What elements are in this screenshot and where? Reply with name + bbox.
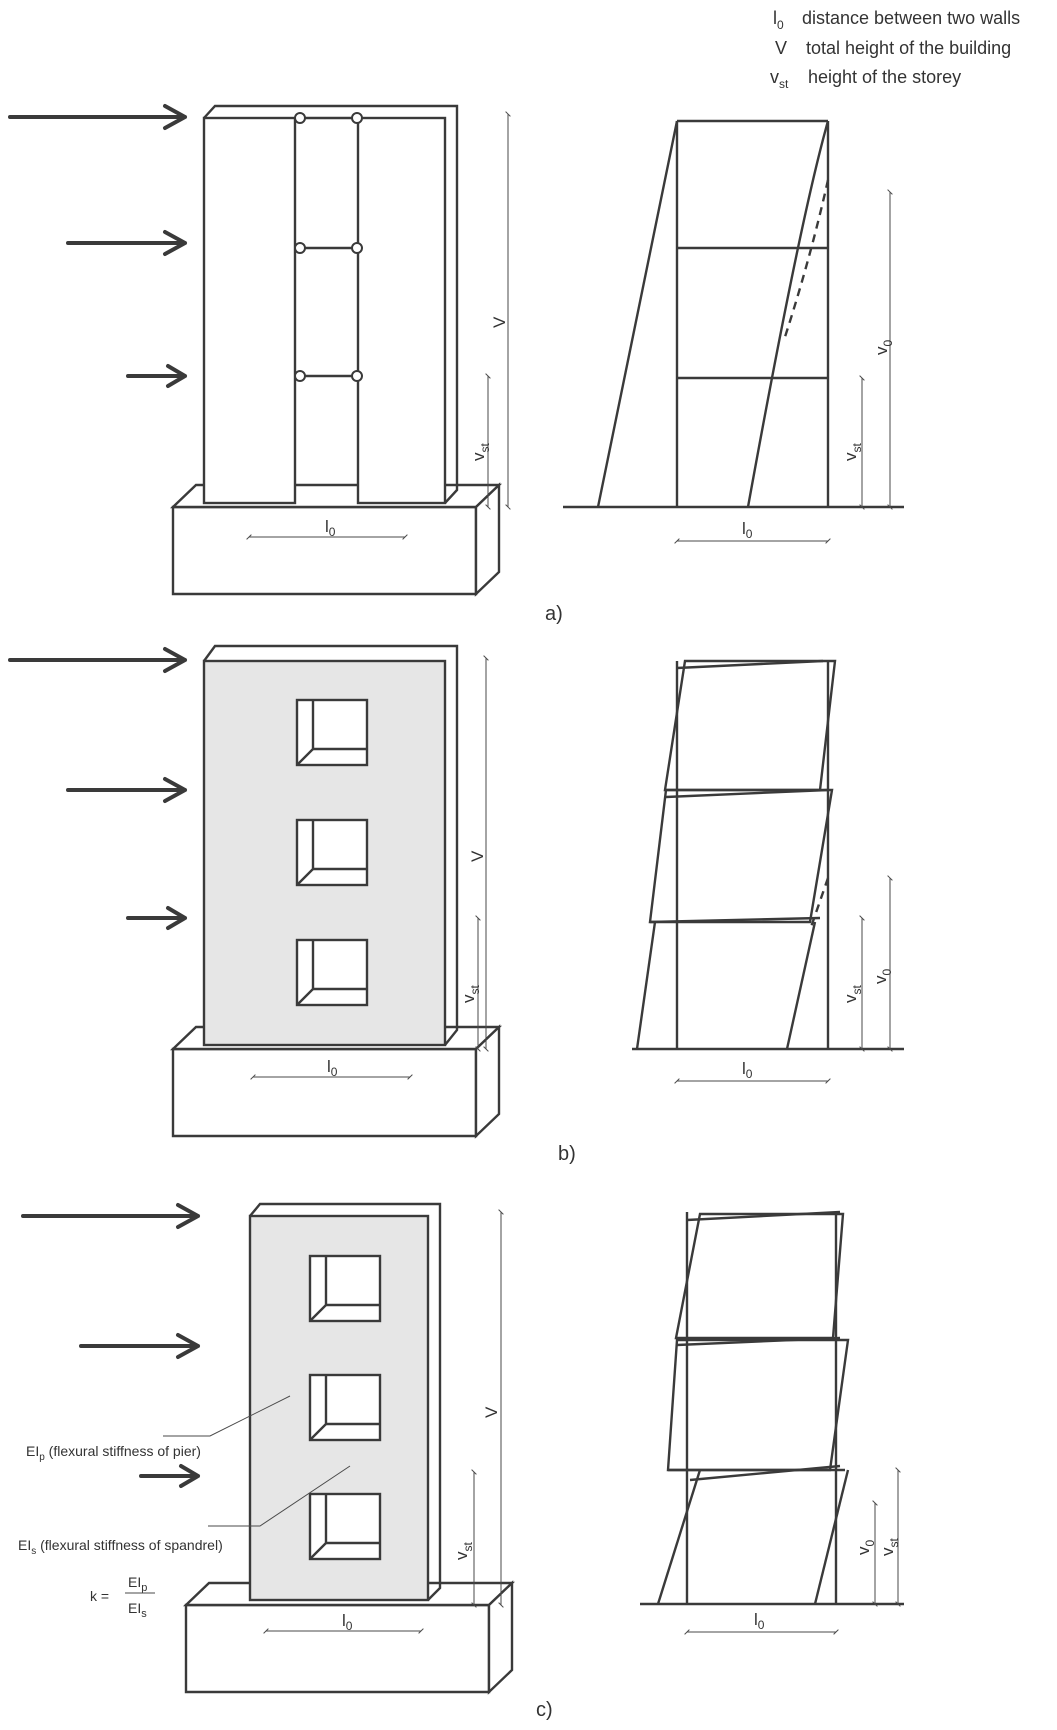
load-arrows xyxy=(8,104,187,388)
dim-v0: v0 xyxy=(872,340,895,356)
legend-V-symbol: V xyxy=(775,38,787,58)
svg-text:EIs: EIs xyxy=(128,1600,147,1620)
caption-a: a) xyxy=(545,603,563,625)
dim-V: V xyxy=(468,850,487,862)
panel-b-deformed: v0 vst l0 xyxy=(632,659,904,1084)
pier-leader xyxy=(163,1395,291,1437)
panel-a-deformed: v0 vst l0 xyxy=(563,119,904,544)
foundation-side xyxy=(474,482,501,597)
spandrel-leader xyxy=(208,1465,351,1527)
right-wall xyxy=(356,116,447,505)
window-openings xyxy=(295,698,369,1007)
legend-vst-symbol: vst xyxy=(770,67,789,91)
wall-top-edge xyxy=(203,104,459,504)
legend-V-text: total height of the building xyxy=(806,38,1011,58)
caption-b: b) xyxy=(558,1143,576,1165)
window-openings xyxy=(308,1254,382,1561)
deformed-wall-right xyxy=(746,120,830,508)
hinge-icons xyxy=(294,112,363,382)
spandrel-stiffness-label: EIs (flexural stiffness of spandrel) xyxy=(18,1537,223,1557)
svg-text:k =: k = xyxy=(90,1588,109,1604)
legend-vst-text: height of the storey xyxy=(808,67,961,87)
legend-l0-text: distance between two walls xyxy=(802,8,1020,28)
panel-c-deformed: v0 vst l0 xyxy=(640,1210,904,1635)
left-wall xyxy=(202,116,297,505)
caption-c: c) xyxy=(536,1699,553,1721)
dim-vst: vst xyxy=(841,985,864,1004)
dim-vst: vst xyxy=(452,1542,475,1561)
dim-l0: l0 xyxy=(742,519,753,541)
pier-stiffness-label: EIp (flexural stiffness of pier) xyxy=(26,1443,201,1463)
dim-v0: v0 xyxy=(854,1540,877,1556)
dim-vst: vst xyxy=(841,443,864,462)
dim-l0: l0 xyxy=(342,1611,353,1633)
load-arrows xyxy=(8,647,187,930)
dim-v0: v0 xyxy=(871,969,894,985)
panel-c-wall-3d: V vst l0 xyxy=(21,1202,515,1695)
dim-vst: vst xyxy=(459,985,482,1004)
dim-vst: vst xyxy=(878,1538,901,1557)
legend: l0 distance between two walls V total he… xyxy=(770,8,1020,91)
dim-l0: l0 xyxy=(742,1059,753,1081)
legend-l0-symbol: l0 xyxy=(773,8,784,32)
panel-a-frame-3d: V vst l0 xyxy=(8,104,511,597)
dim-V: V xyxy=(490,316,509,328)
dim-V: V xyxy=(482,1406,501,1418)
dim-l0: l0 xyxy=(325,517,336,539)
svg-text:EIp: EIp xyxy=(128,1574,147,1594)
dim-l0: l0 xyxy=(327,1057,338,1079)
load-arrows xyxy=(21,1203,200,1488)
dim-l0: l0 xyxy=(754,1610,765,1632)
deformed-wall-left xyxy=(596,120,679,508)
panel-b-wall-3d: V vst l0 xyxy=(8,644,502,1139)
stiffness-ratio-formula: k = EIp EIs xyxy=(90,1574,155,1620)
dim-vst: vst xyxy=(469,443,492,462)
